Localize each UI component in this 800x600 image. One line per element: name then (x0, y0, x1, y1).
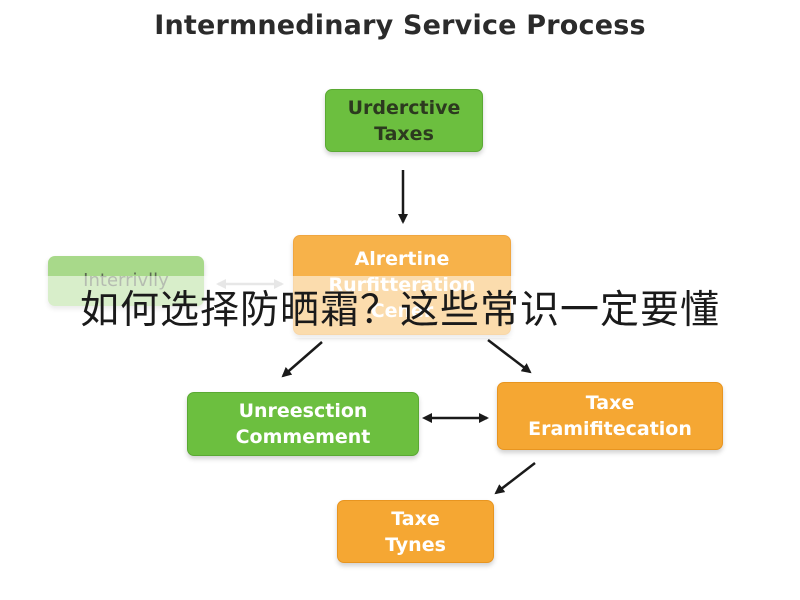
arrow-orange-to-bottom (494, 462, 536, 495)
node-taxe-tynes: Taxe Tynes (337, 500, 494, 563)
overlay-caption: 如何选择防晒霜？这些常识一定要懂 (0, 276, 800, 338)
node-urderctive-taxes: Urderctive Taxes (325, 89, 483, 152)
node-unreesction-commement: Unreesction Commement (187, 392, 419, 456)
node-taxe-eramifitecation: Taxe Eramifitecation (497, 382, 723, 450)
arrow-center-to-orange (487, 339, 532, 374)
diagram-title: Intermnedinary Service Process (154, 10, 646, 41)
arrow-center-to-green (281, 341, 323, 378)
